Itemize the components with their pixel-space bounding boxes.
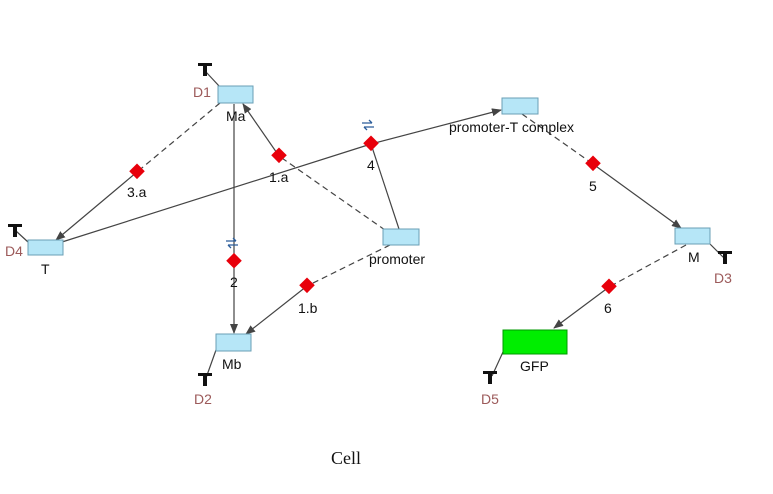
degradation-d4-label: D4 [5,243,23,259]
reaction-3a-node[interactable] [129,163,145,180]
species-complex-node[interactable] [501,97,539,115]
degradation-icon[interactable] [483,371,497,384]
species-nodes: Ma T Mb promoter promoter-T complex M GF… [27,85,711,374]
edge-promoter-to-r1a [278,155,386,231]
edge-m-to-r6 [608,244,687,288]
species-complex-label: promoter-T complex [449,119,574,135]
degradations: D1 D4 D2 D3 D5 [5,63,732,407]
species-promoter-label: promoter [369,251,425,267]
reversible-icon [226,237,238,249]
reaction-1b-label: 1.b [298,300,318,316]
edge-complex-to-r5 [521,113,594,165]
species-m-label: M [688,249,700,265]
edge-t-to-r4 [61,143,372,243]
species-t-node[interactable] [27,239,64,256]
degradation-icon[interactable] [718,251,732,264]
reaction-6-node[interactable] [601,278,617,295]
edge-r1a-to-ma [242,103,280,157]
reaction-2-node[interactable] [226,252,242,269]
degradation-icon[interactable] [8,224,22,237]
species-promoter-node[interactable] [382,228,420,246]
edge-d3-to-m [709,243,725,259]
reaction-1a-node[interactable] [271,147,287,164]
edge-promoter-to-r4 [370,143,400,230]
reaction-4-node[interactable] [363,135,379,152]
edge-ma-to-r3a [136,102,221,173]
edge-promoter-to-r1b [306,244,391,287]
edge-r5-to-m [592,163,682,229]
edge-d1-to-ma [205,71,221,88]
degradation-icon[interactable] [198,63,212,76]
species-mb-node[interactable] [215,333,252,352]
edge-d4-to-t [15,230,29,243]
reaction-5-node[interactable] [585,155,601,172]
species-mb-label: Mb [222,356,242,372]
species-t-label: T [41,261,50,277]
degradation-d2-label: D2 [194,391,212,407]
edge-r1b-to-mb [245,285,308,335]
edges [15,71,725,379]
reversible-icon [362,119,374,131]
edge-r4-to-complex [370,108,502,145]
edge-r6-to-gfp [553,286,610,329]
reaction-3a-label: 3.a [127,184,147,200]
reaction-4-label: 4 [367,157,375,173]
reaction-1a-label: 1.a [269,169,289,185]
reaction-2-label: 2 [230,274,238,290]
reaction-1b-node[interactable] [299,277,315,294]
degradation-d3-label: D3 [714,270,732,286]
species-gfp-node[interactable] [502,329,568,355]
species-m-node[interactable] [674,227,711,245]
degradation-d1-label: D1 [193,84,211,100]
degradation-icon[interactable] [198,373,212,386]
species-gfp-label: GFP [520,358,549,374]
species-ma-node[interactable] [217,85,254,104]
reaction-6-label: 6 [604,300,612,316]
edge-r3a-to-t [55,171,138,241]
reaction-5-label: 5 [589,178,597,194]
compartment-label: Cell [331,448,361,468]
reaction-nodes: 3.a 1.a 2 4 1.b 5 6 [127,135,617,316]
degradation-d5-label: D5 [481,391,499,407]
species-ma-label: Ma [226,108,246,124]
